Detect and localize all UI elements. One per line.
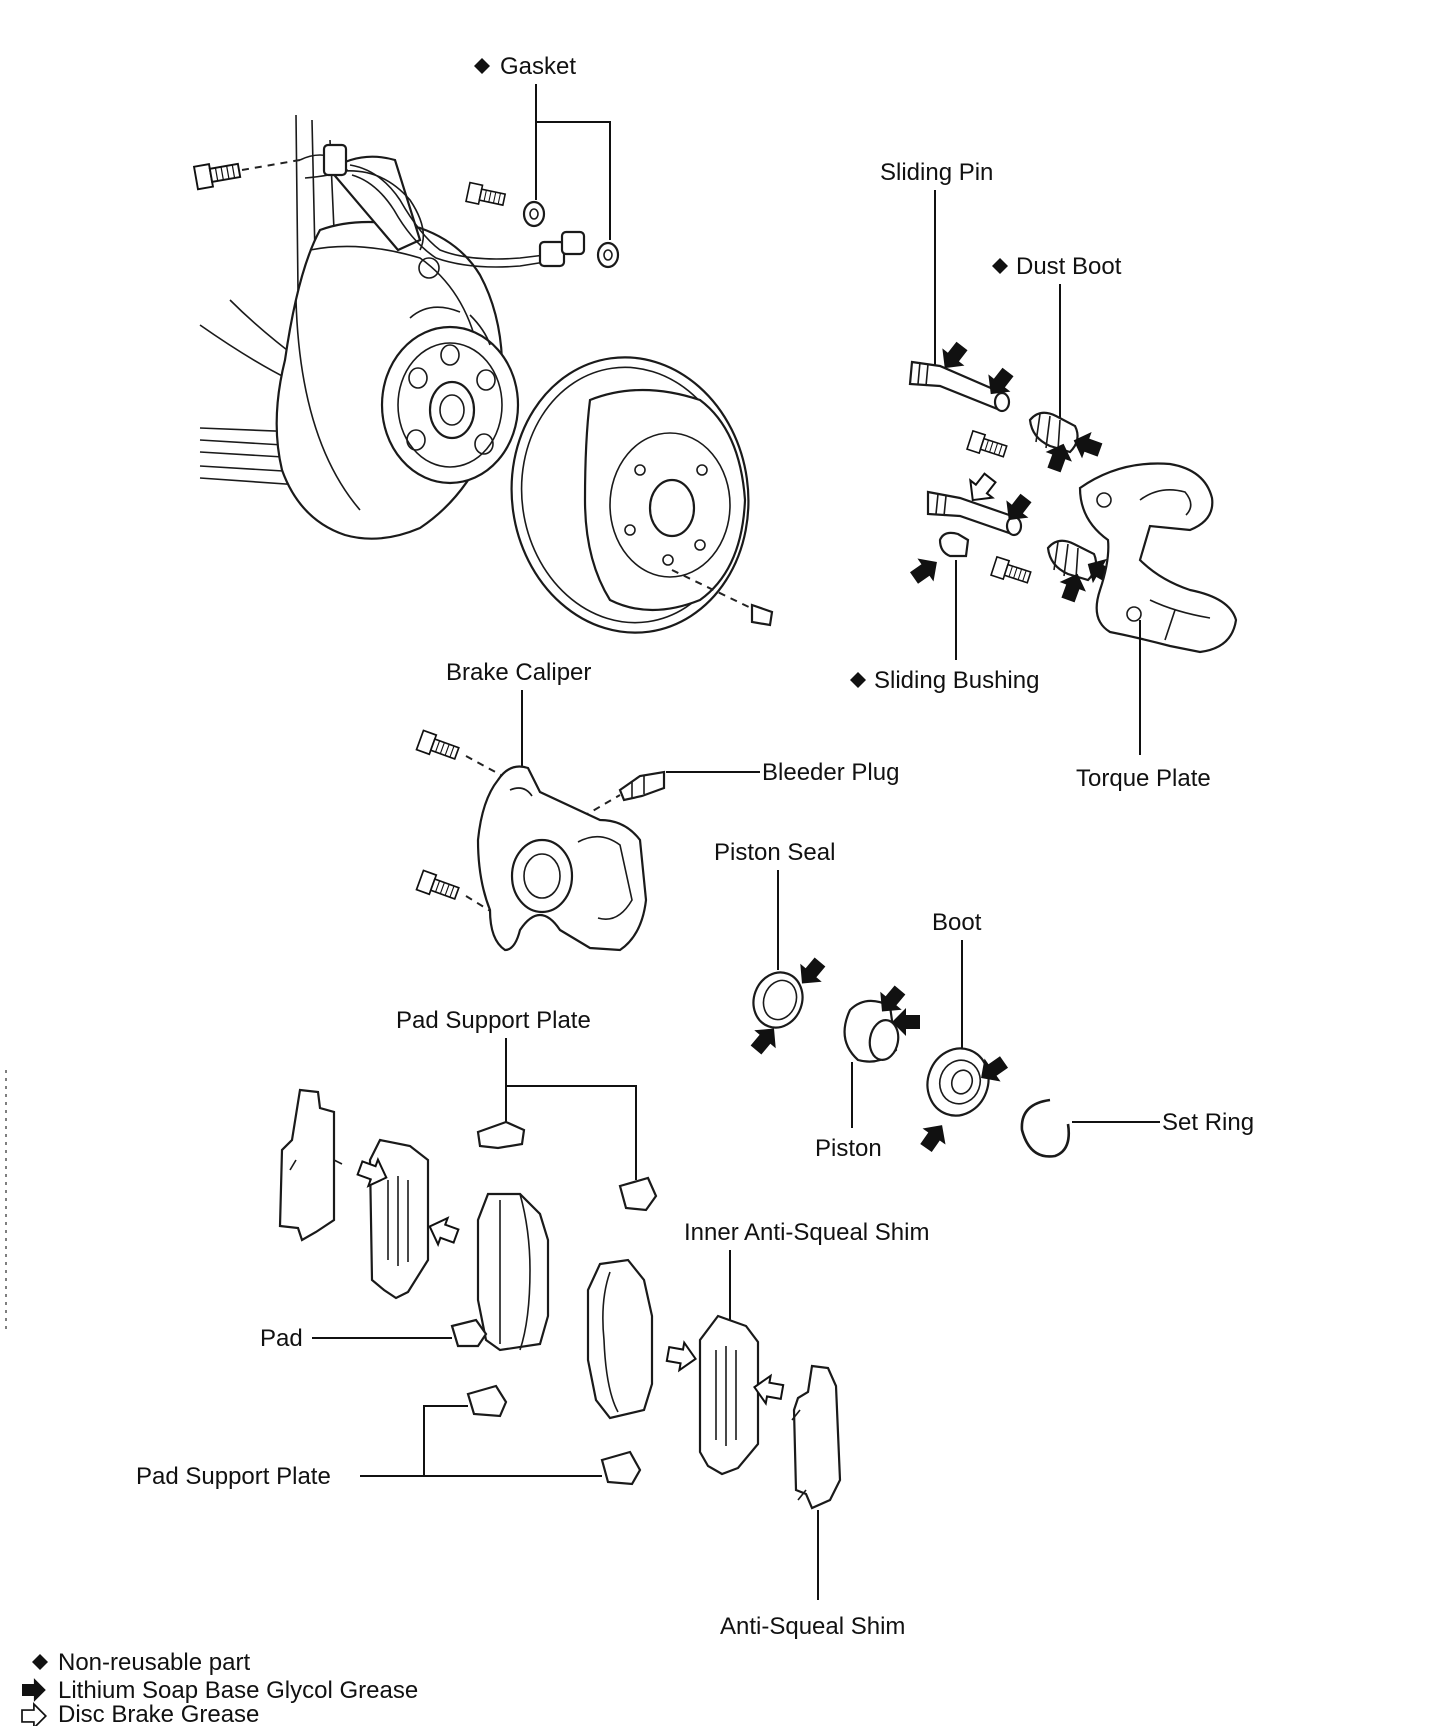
- torque-plate-label: Torque Plate: [1076, 765, 1211, 792]
- anti-squeal-shim-label: Anti-Squeal Shim: [720, 1613, 905, 1640]
- brake-caliper-group: Brake Caliper Bleeder Plug: [415, 659, 899, 952]
- inner-anti-squeal-shim-label: Inner Anti-Squeal Shim: [684, 1219, 929, 1246]
- sliding-pin-group: Sliding Pin Dust Boot Sliding Bushing: [850, 159, 1122, 694]
- diamond-icon: [992, 258, 1008, 274]
- set-ring-label: Set Ring: [1162, 1109, 1254, 1136]
- pad-support-plate-bottom-label: Pad Support Plate: [136, 1463, 331, 1490]
- brake-rotor: [510, 356, 774, 634]
- pad-label: Pad: [260, 1325, 303, 1352]
- solid-arrow-icon: [22, 1678, 46, 1702]
- piston-group: Piston Seal Boot Piston Set Ring: [714, 839, 1254, 1162]
- diamond-icon: [474, 58, 490, 74]
- boot-label: Boot: [932, 909, 982, 936]
- pad-group: Pad Support Plate Pad Inner Anti-Squeal …: [136, 1007, 929, 1640]
- dust-boot-label: Dust Boot: [1016, 253, 1122, 280]
- sliding-pin-label: Sliding Pin: [880, 159, 993, 186]
- pad-support-plate-top-label: Pad Support Plate: [396, 1007, 591, 1034]
- legend: Non-reusable part Lithium Soap Base Glyc…: [21, 1649, 418, 1726]
- outline-arrow-icon: [423, 1212, 462, 1251]
- gasket-callout: Gasket: [474, 53, 611, 240]
- torque-plate: Torque Plate: [1076, 462, 1238, 792]
- outline-arrow-icon: [664, 1339, 700, 1374]
- legend-disc-brake-grease: Disc Brake Grease: [58, 1701, 259, 1726]
- sliding-bushing-label: Sliding Bushing: [874, 667, 1039, 694]
- solid-arrow-icon: [905, 550, 945, 590]
- bleeder-plug-label: Bleeder Plug: [762, 759, 899, 786]
- steering-knuckle-assembly: [193, 114, 620, 540]
- diamond-icon: [32, 1654, 48, 1670]
- outline-arrow-icon: [21, 1703, 47, 1726]
- piston-label: Piston: [815, 1135, 882, 1162]
- brake-caliper-label: Brake Caliper: [446, 659, 591, 686]
- diamond-icon: [850, 672, 866, 688]
- legend-lithium-grease: Lithium Soap Base Glycol Grease: [58, 1677, 418, 1704]
- solid-arrow-icon: [914, 1117, 954, 1157]
- legend-non-reusable: Non-reusable part: [58, 1649, 250, 1676]
- piston-seal-label: Piston Seal: [714, 839, 835, 866]
- gasket-label: Gasket: [500, 53, 576, 80]
